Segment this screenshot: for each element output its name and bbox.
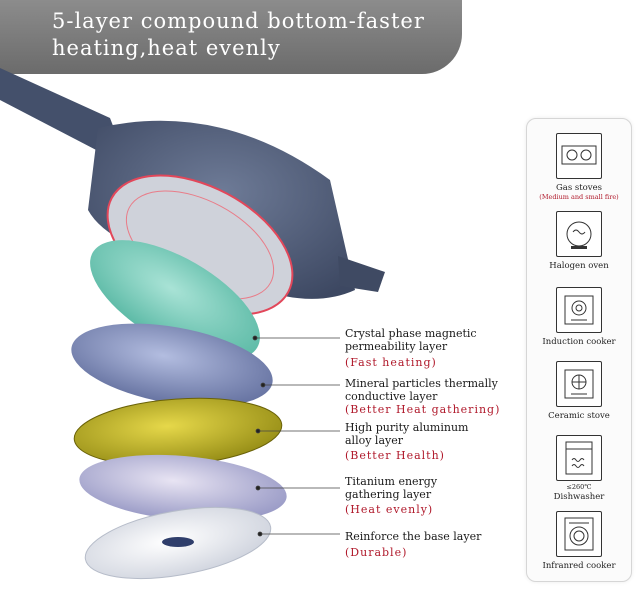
pan-side-handle	[338, 256, 385, 292]
compat-label: Infranred cooker	[542, 561, 616, 571]
ceramic-stove-icon	[556, 361, 602, 407]
compat-induction-cooker: Induction cooker	[527, 287, 631, 347]
layer-benefit-3: (Better Health)	[345, 449, 445, 462]
banner-title-line-1: 5-layer compound bottom-faster	[52, 9, 425, 33]
dishwasher-icon	[556, 435, 602, 481]
layer-labels: Crystal phase magnetic permeability laye…	[345, 327, 501, 559]
layer-name-2: Mineral particles thermally conductive l…	[345, 377, 498, 403]
title-banner: 5-layer compound bottom-faster heating,h…	[0, 0, 462, 74]
layer-benefit-1: (Fast heating)	[345, 356, 437, 369]
compatibility-panel: Gas stoves (Medium and small fire) Halog…	[526, 118, 632, 582]
gas-stove-icon	[556, 133, 602, 179]
compat-halogen-oven: Halogen oven	[527, 211, 631, 271]
layer-mineral	[71, 323, 273, 407]
infrared-cooker-icon	[556, 511, 602, 557]
layer-name-4: Titanium energy gathering layer	[345, 475, 438, 501]
layer-benefit-4: (Heat evenly)	[345, 503, 434, 516]
layer-titanium	[79, 454, 287, 522]
induction-cooker-icon	[556, 287, 602, 333]
layer-benefit-5: (Durable)	[345, 546, 408, 559]
compat-label: Induction cooker	[542, 337, 616, 347]
compat-note: (Medium and small fire)	[539, 193, 619, 201]
pan-layers-illustration	[0, 68, 385, 579]
compat-infrared-cooker: Infranred cooker	[527, 511, 631, 571]
layer-benefit-2: (Better Heat gathering)	[345, 403, 501, 416]
halogen-oven-icon	[556, 211, 602, 257]
layer-name-5: Reinforce the base layer	[345, 530, 482, 543]
compat-label: Ceramic stove	[548, 411, 610, 421]
compat-gas-stoves: Gas stoves (Medium and small fire)	[527, 133, 631, 201]
compat-label: Dishwasher	[553, 492, 605, 502]
layer-crystal	[90, 240, 260, 360]
banner-title-line-2: heating,heat evenly	[52, 36, 281, 60]
compat-label: Gas stoves	[555, 183, 602, 193]
compat-note: ≤260℃	[566, 483, 592, 491]
compat-label: Halogen oven	[549, 261, 609, 271]
layer-name-3: High purity aluminum alloy layer	[345, 421, 469, 447]
layer-name-1: Crystal phase magnetic permeability laye…	[345, 327, 477, 353]
compat-dishwasher: ≤260℃ Dishwasher	[527, 435, 631, 502]
compat-ceramic-stove: Ceramic stove	[527, 361, 631, 421]
pan-handle	[0, 68, 120, 152]
